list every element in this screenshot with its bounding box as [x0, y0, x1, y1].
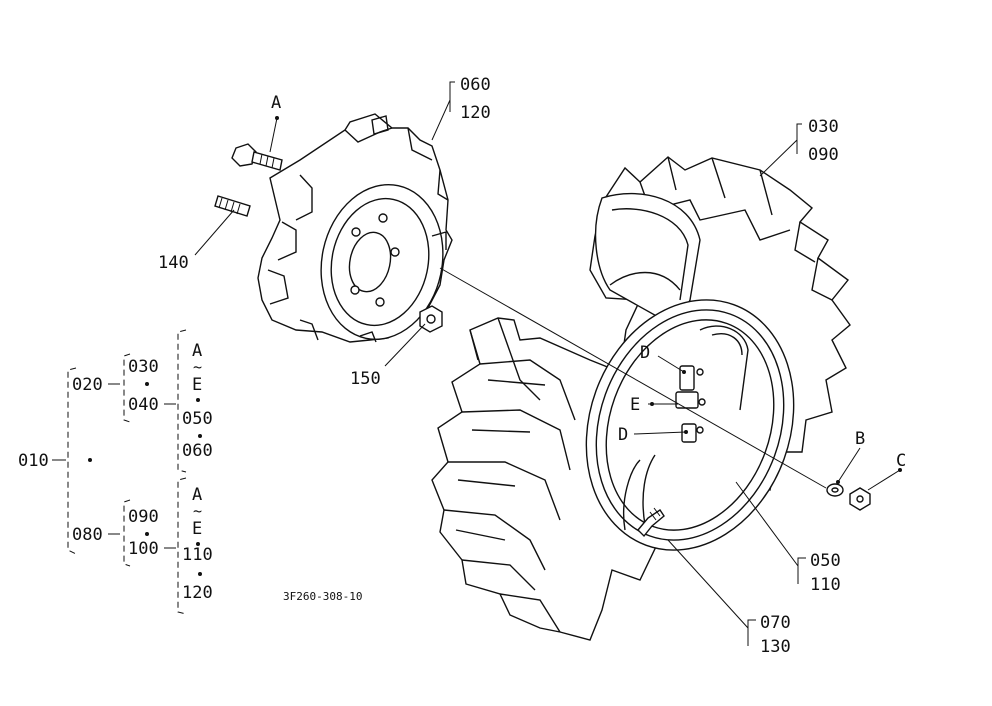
- label-030: 030: [808, 117, 839, 137]
- label-090: 090: [808, 145, 839, 165]
- label-110: 110: [810, 575, 841, 595]
- nut-150: [419, 305, 443, 333]
- tree-upper-sub-a: 030: [128, 357, 159, 377]
- tree-lower-assembly: 080: [72, 525, 103, 545]
- tree-lower-range-sep: ~: [193, 502, 202, 520]
- tree-root: 010: [18, 451, 49, 471]
- label-070: 070: [760, 613, 791, 633]
- clamp-e: [675, 391, 699, 409]
- label-140: 140: [158, 253, 189, 273]
- clamp-d-lower: [681, 423, 697, 443]
- tree-upper-range-end: E: [192, 375, 202, 395]
- clamp-assembly: [675, 365, 706, 443]
- tree-lower-range-start: A: [192, 485, 202, 505]
- tree-lower-range-end: E: [192, 519, 202, 539]
- label-e: E: [630, 395, 640, 415]
- tree-lower-part-1: 110: [182, 545, 213, 565]
- inner-tube: [605, 319, 775, 531]
- label-150: 150: [350, 369, 381, 389]
- leader-lines: [194, 81, 902, 646]
- tire: [431, 156, 851, 641]
- bolt-a: [231, 143, 283, 171]
- label-130: 130: [760, 637, 791, 657]
- stud-bolt-140: [214, 195, 251, 217]
- callout-labels: A 060 120 030 090 140 150 B C D E D 050 …: [158, 75, 906, 657]
- nut-c: [849, 487, 871, 511]
- tree-upper-sub-b: 040: [128, 395, 159, 415]
- tree-lower-sub-b: 100: [128, 539, 159, 559]
- label-b: B: [855, 429, 865, 449]
- valve-stem: [637, 507, 665, 538]
- tree-upper-range-sep: ~: [193, 358, 202, 376]
- clamp-d-upper: [679, 365, 695, 391]
- label-050: 050: [810, 551, 841, 571]
- parts-tree: 010 020 030 040 A ~ E 050 060 080 090 10…: [18, 329, 213, 615]
- tree-upper-part-1: 050: [182, 409, 213, 429]
- washer-b: [826, 483, 844, 497]
- tree-upper-assembly: 020: [72, 375, 103, 395]
- tree-lower-part-2: 120: [182, 583, 213, 603]
- label-a: A: [271, 93, 281, 113]
- label-d-upper: D: [640, 343, 650, 363]
- drawing-code: 3F260-308-10: [283, 590, 362, 603]
- wheel-hub: [257, 113, 453, 343]
- tree-upper-range-start: A: [192, 341, 202, 361]
- tree-upper-part-2: 060: [182, 441, 213, 461]
- tree-lower-sub-a: 090: [128, 507, 159, 527]
- label-c: C: [896, 451, 906, 471]
- label-060: 060: [460, 75, 491, 95]
- label-120: 120: [460, 103, 491, 123]
- label-d-lower: D: [618, 425, 628, 445]
